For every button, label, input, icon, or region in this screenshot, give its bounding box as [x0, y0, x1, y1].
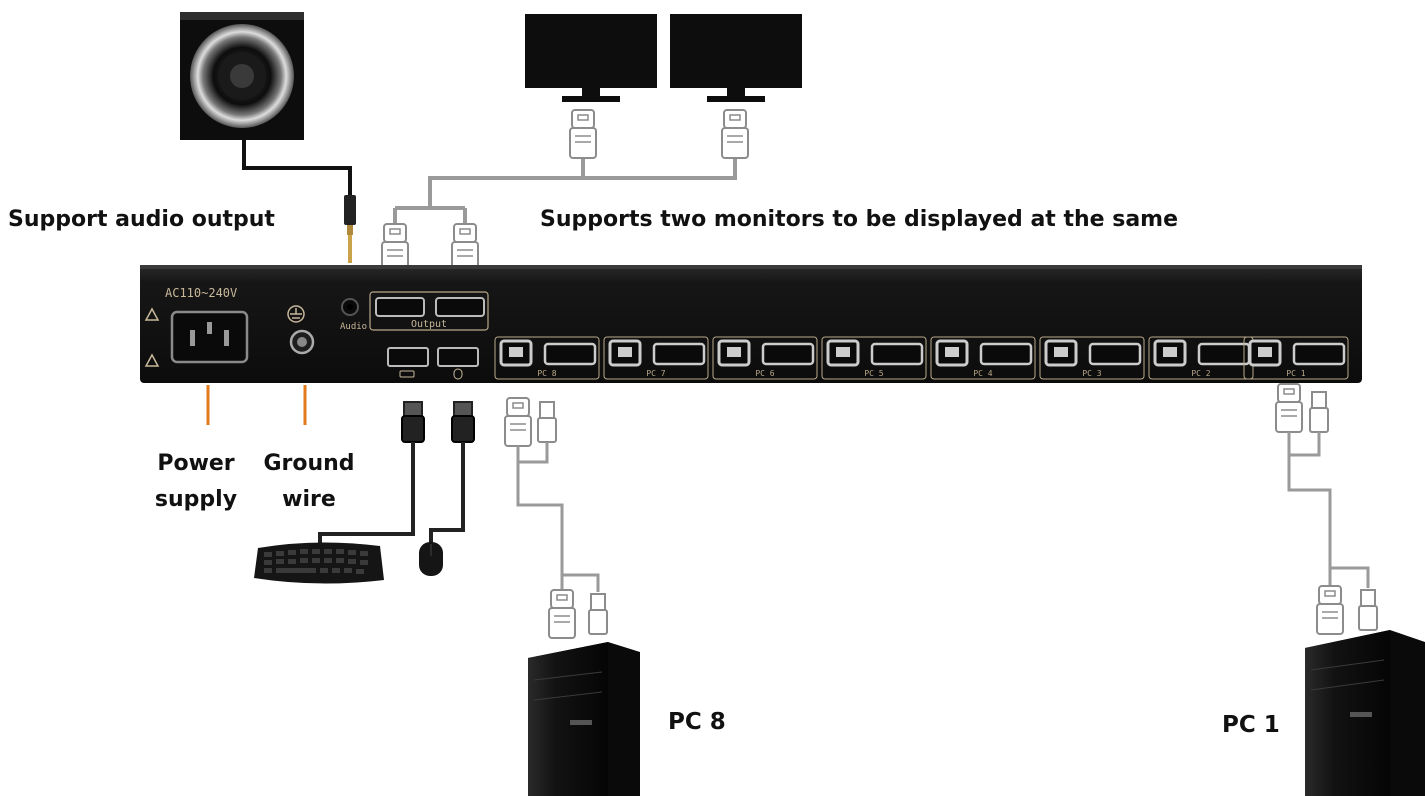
usb-connector-icon: [588, 593, 608, 635]
hdmi-connector-icon: [548, 589, 576, 639]
ground-wire-label: Ground wire: [263, 451, 355, 512]
pc-port-3: PC 3: [1039, 336, 1145, 380]
mouse-icon: [419, 542, 443, 576]
console-cables: [318, 442, 465, 545]
warning-icon: [144, 307, 160, 367]
pc1-cables: [1287, 432, 1370, 588]
dual-monitor-label: Supports two monitors to be displayed at…: [540, 207, 1179, 232]
monitor-cables: [393, 158, 737, 225]
speaker-icon: [180, 12, 304, 140]
pc-port-label: PC 5: [864, 369, 883, 378]
audio-cable: [242, 140, 356, 263]
keyboard-icon: [254, 542, 384, 584]
callout-lines: [206, 385, 307, 425]
hdmi-output-group: [369, 291, 489, 331]
pc-port-label: PC 1: [1286, 369, 1305, 378]
voltage-label: AC110~240V: [165, 286, 237, 300]
pc1-label: PC 1: [1222, 712, 1280, 738]
pc-port-label: PC 6: [755, 369, 774, 378]
audio-output-label: Support audio output: [8, 207, 275, 232]
power-socket: [170, 310, 249, 364]
pc-port-groups: PC 8 PC 7 PC 6 PC 5 PC 4: [494, 336, 1349, 380]
usb-console-ports: [387, 347, 479, 380]
usb-connector-icon: [451, 401, 475, 443]
hdmi-connector-icon: [381, 223, 409, 273]
usb-connector-icon: [537, 401, 557, 443]
pc8-label: PC 8: [668, 709, 726, 735]
ground-symbol-icon: [287, 305, 315, 355]
hdmi-connector-icon: [451, 223, 479, 273]
monitor-icon: [670, 14, 802, 102]
pc-port-label: PC 4: [973, 369, 992, 378]
hdmi-connector-icon: [1316, 585, 1344, 635]
pc-port-7: PC 7: [603, 336, 709, 380]
pc-port-4: PC 4: [930, 336, 1036, 380]
pc-port-label: PC 8: [537, 369, 556, 378]
monitor-icon: [525, 14, 657, 102]
pc-port-label: PC 7: [646, 369, 665, 378]
hdmi-connector-icon: [504, 397, 532, 447]
audio-jack: [341, 298, 359, 316]
audio-port-label: Audio: [340, 322, 367, 332]
pc-port-6: PC 6: [712, 336, 818, 380]
power-supply-label: Power supply: [154, 451, 238, 512]
pc8-cables: [516, 442, 600, 592]
pc-port-label: PC 2: [1191, 369, 1210, 378]
hdmi-connector-icon: [721, 109, 749, 159]
pc-tower-icon: [1305, 630, 1425, 796]
pc-port-1: PC 1: [1243, 336, 1349, 380]
usb-connector-icon: [401, 401, 425, 443]
pc-port-8: PC 8: [494, 336, 600, 380]
usb-connector-icon: [1358, 589, 1378, 631]
usb-connector-icon: [1309, 391, 1329, 433]
pc-tower-icon: [528, 642, 640, 796]
hdmi-connector-icon: [569, 109, 597, 159]
pc-port-5: PC 5: [821, 336, 927, 380]
hdmi-connector-icon: [1275, 383, 1303, 433]
pc-port-label: PC 3: [1082, 369, 1101, 378]
output-label: Output: [411, 319, 447, 330]
